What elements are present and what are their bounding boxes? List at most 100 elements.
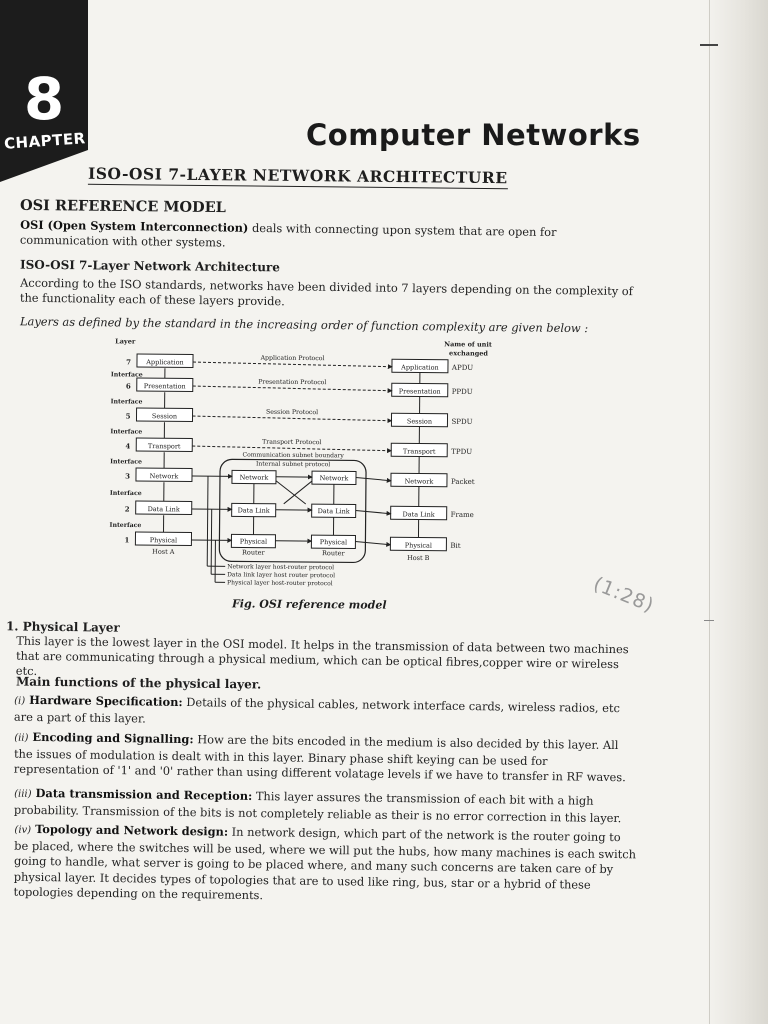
host-a-layer-box [135,467,193,483]
item-label: Encoding and Signalling: [32,729,194,747]
peer-protocol-arrow [192,415,393,424]
router-label: Router [242,548,266,556]
legend-bracket [210,509,213,575]
router-box-label: Physical [240,537,267,545]
host-a-layer-box [136,353,194,369]
chapter-title: Computer Networks [306,118,641,152]
item-label: Topology and Network design: [35,821,229,839]
intro-paragraph: OSI (Open System Interconnection) deals … [20,218,648,257]
item-number: (iii) [14,788,32,800]
host-a-layer-box [135,500,193,516]
peer-protocol-label: Presentation Protocol [258,379,326,387]
router-box-label: Network [240,473,269,481]
legend-label: Data link layer host router protocol [227,571,335,579]
page-mark [700,44,718,46]
host-b-layer-label: Presentation [399,387,441,395]
host-b-label: Host B [407,554,430,562]
host-a-layer-label: Presentation [144,382,186,390]
interface-label: Interface [110,428,142,435]
host-a-label: Host A [152,548,175,556]
unit-label: TPDU [451,448,472,456]
item-label: Data transmission and Reception: [35,785,253,803]
router-host-link [355,476,392,483]
host-a-layer-label: Transport [148,442,181,450]
router-cross-line [275,480,307,505]
interface-label: Interface [110,522,142,529]
peer-protocol-label: Application Protocol [260,355,325,363]
router-host-link [355,540,392,547]
layer-number: 1 [125,535,130,544]
function-item: (ii)Encoding and Signalling: How are the… [14,730,637,786]
subnet-boundary-label: Communication subnet boundary [243,451,345,459]
host-a-layer-box [135,437,193,453]
chapter-tab-shape [0,0,88,182]
item-label: Hardware Specification: [29,692,183,710]
column-label-unit-2: exchanged [449,349,488,357]
layer-number: 3 [125,471,130,480]
column-label-layer: Layer [115,337,136,345]
function-item: (iii)Data transmission and Reception: Th… [14,786,636,827]
unit-label: Packet [451,478,475,486]
host-a-layer-box [134,531,193,547]
internal-protocol-label: Internal subnet protocol [256,461,330,469]
host-a-layer-label: Application [145,358,184,366]
physical-layer-title: 1. Physical Layer [5,619,120,635]
peer-protocol-arrow [192,361,393,370]
function-item: (iv)Topology and Network design: In netw… [13,821,637,909]
peer-protocol-label: Transport Protocol [262,439,321,447]
page-edge-line [709,0,710,1024]
chapter-number: 8 [23,65,65,133]
unit-label: SPDU [451,418,472,426]
unit-label: APDU [451,364,473,372]
host-b-layer-label: Application [400,363,439,371]
layer-number: 4 [125,441,130,450]
main-functions-heading: Main functions of the physical layer. [15,674,262,692]
legend-bracket [206,476,209,567]
host-b-layer-label: Data Link [403,510,435,518]
host-b-layer-label: Transport [403,447,436,455]
interface-label: Interface [111,371,143,378]
subsection-title: OSI REFERENCE MODEL [19,196,226,217]
router-box-label: Data Link [238,506,270,514]
section-title: ISO-OSI 7-LAYER NETWORK ARCHITECTURE [87,163,508,190]
host-b-layer-label: Session [407,417,432,425]
peer-protocol-arrow [192,385,393,394]
figure-caption: Fig. OSI reference model [231,597,387,612]
function-item: (i)Hardware Specification: Details of th… [14,693,636,734]
unit-label: Bit [450,542,460,550]
peer-protocol-arrow [192,445,393,454]
interface-label: Interface [110,490,142,497]
peer-protocol-label: Session Protocol [266,409,318,416]
heading-7-layer: ISO-OSI 7-Layer Network Architecture [19,257,281,275]
router-cross-line [283,480,313,505]
page-edge-shadow [706,0,768,1024]
host-a-layer-label: Session [152,412,177,420]
host-a-layer-label: Data Link [148,505,180,513]
unit-label: PPDU [452,388,473,396]
host-a-layer-box [136,377,194,393]
host-a-layer-label: Physical [150,536,177,544]
router-box-label: Data Link [318,507,350,515]
layer-number: 2 [125,504,130,513]
column-label-unit: Name of unit [444,340,492,348]
host-a-layer-label: Network [150,472,179,480]
router-label: Router [322,549,346,557]
legend-label: Network layer host-router protocol [227,563,334,571]
item-number: (iv) [14,824,32,836]
item-number: (ii) [14,732,29,744]
chapter-tab: 8 CHAPTER [0,0,88,182]
layer-number: 5 [126,411,131,420]
layer-number: 6 [126,381,131,390]
item-number: (i) [14,695,26,707]
router-box-label: Physical [320,538,347,546]
interface-label: Interface [110,458,142,465]
iso-paragraph: According to the ISO standards, networks… [19,275,633,309]
host-b-layer-label: Network [405,477,434,485]
legend-label: Physical layer host-router protocol [227,579,333,587]
layer-number: 7 [126,357,131,366]
pencil-note: (1:28) [590,572,658,618]
interface-label: Interface [111,398,143,405]
router-box-label: Network [320,474,349,482]
